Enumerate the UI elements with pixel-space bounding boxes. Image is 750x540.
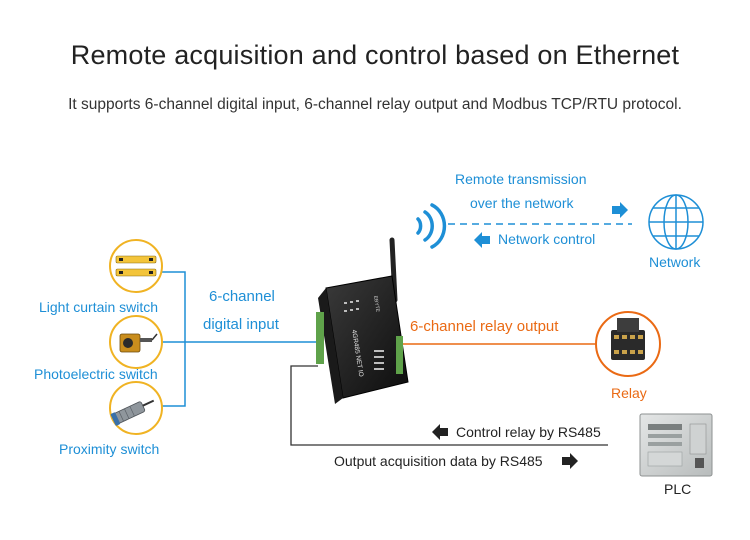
wifi-signal-icon bbox=[416, 203, 447, 249]
remote-transmission-line1: Remote transmission bbox=[455, 171, 587, 187]
arrow-right-icon bbox=[612, 202, 628, 218]
input-label-proximity: Proximity switch bbox=[59, 441, 160, 457]
plc-icon bbox=[639, 413, 713, 477]
page-subtitle: It supports 6-channel digital input, 6-c… bbox=[68, 96, 682, 113]
device-brand-text: EBYTE bbox=[372, 295, 381, 313]
relay-output-label: 6-channel relay output bbox=[410, 318, 559, 335]
plc-label: PLC bbox=[664, 481, 692, 497]
light-curtain-switch-icon bbox=[109, 239, 163, 293]
input-label-photoelectric: Photoelectric switch bbox=[34, 366, 158, 382]
page-title: Remote acquisition and control based on … bbox=[70, 40, 680, 70]
globe-icon bbox=[648, 194, 704, 250]
arrow-left-icon bbox=[474, 232, 490, 248]
output-data-rs485-label: Output acquisition data by RS485 bbox=[334, 453, 543, 469]
digital-input-label-line1: 6-channel bbox=[209, 288, 275, 305]
photoelectric-switch-icon bbox=[109, 315, 163, 369]
remote-transmission-line2: over the network bbox=[470, 195, 574, 211]
digital-input-label-line2: digital input bbox=[203, 316, 279, 333]
network-label: Network bbox=[649, 254, 701, 270]
relay-icon bbox=[595, 311, 661, 377]
net-io-device: 4GR485 NET IO EBYTE bbox=[316, 237, 409, 404]
input-bracket-lines bbox=[160, 271, 318, 407]
control-relay-rs485-label: Control relay by RS485 bbox=[456, 424, 601, 440]
arrow-right-icon bbox=[562, 453, 578, 469]
relay-label: Relay bbox=[611, 385, 647, 401]
arrow-left-icon bbox=[432, 424, 448, 440]
network-control-label: Network control bbox=[498, 231, 596, 247]
rs485-bus-line bbox=[290, 365, 608, 446]
proximity-switch-icon bbox=[109, 381, 163, 435]
input-label-light-curtain: Light curtain switch bbox=[39, 299, 159, 315]
